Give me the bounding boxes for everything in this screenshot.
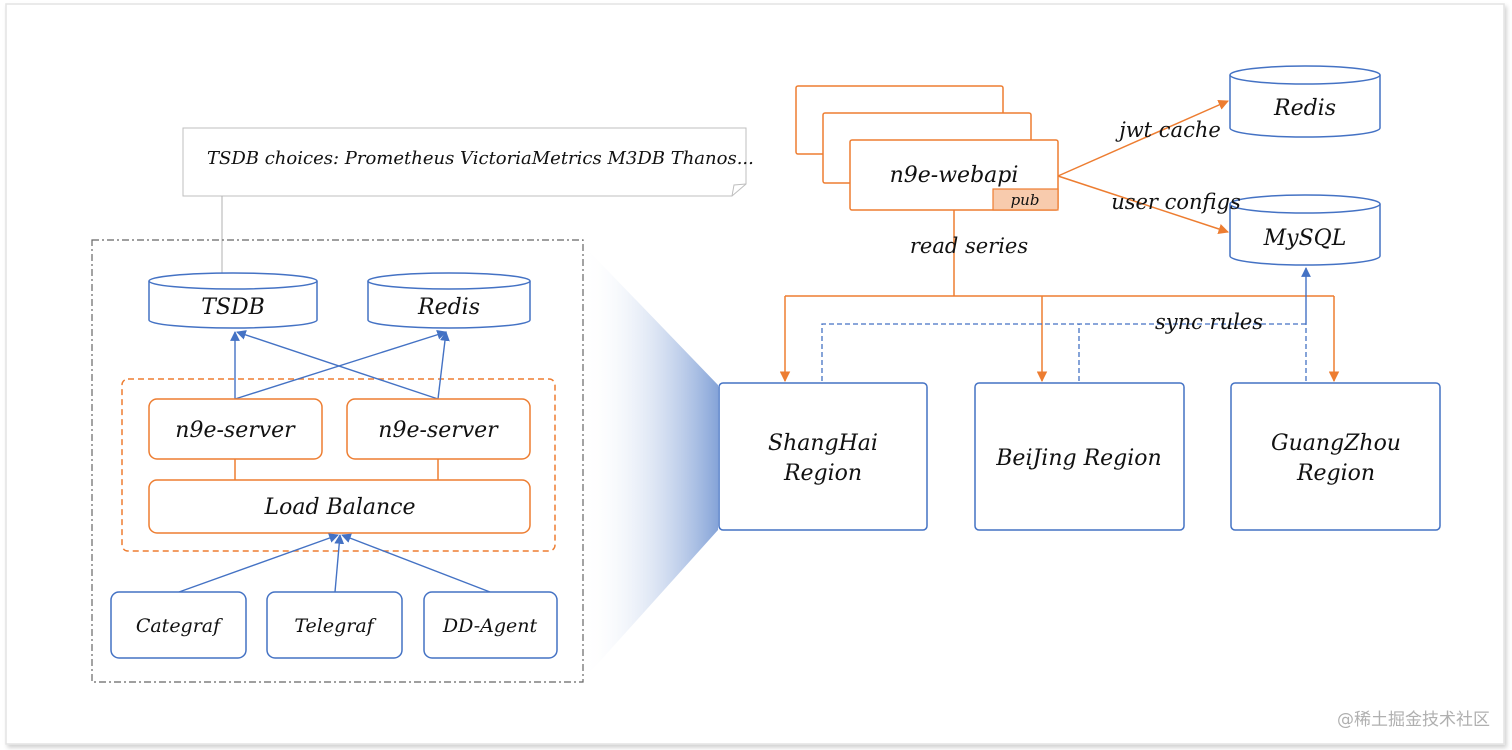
region-guangzhou-line1: GuangZhou <box>1271 431 1401 456</box>
load-balance-box: Load Balance <box>148 479 531 534</box>
cluster-frame <box>91 239 584 683</box>
server-storage-arrows <box>230 329 450 400</box>
pub-tag <box>992 188 1059 211</box>
agent-telegraf: Telegraf <box>266 591 403 659</box>
agent-dd-agent: DD-Agent <box>423 591 558 659</box>
arrow-categraf-lb <box>178 533 339 593</box>
region-beijing: BeiJing Region <box>974 382 1185 531</box>
read-series-lines <box>779 210 1340 383</box>
server-group-frame <box>121 378 556 552</box>
pub-tag-label: pub <box>1011 191 1040 209</box>
region-shanghai-line2: Region <box>783 461 862 486</box>
server-1-label: n9e-server <box>175 418 296 443</box>
webapi-box: n9e-webapi pub <box>849 139 1059 211</box>
n9e-server-1: n9e-server <box>148 398 323 460</box>
agent-telegraf-label: Telegraf <box>294 615 376 637</box>
agent-categraf-label: Categraf <box>136 615 223 637</box>
tsdb-label: TSDB <box>201 295 265 320</box>
watermark: @稀土掘金技术社区 <box>1337 710 1490 730</box>
agent-arrows <box>178 533 491 593</box>
region-guangzhou: GuangZhou Region <box>1230 382 1441 531</box>
agent-ddagent-label: DD-Agent <box>442 615 538 637</box>
mysql-cylinder: MySQL <box>1229 194 1381 266</box>
redis-cylinder-left: Redis <box>367 272 531 329</box>
region-shanghai-line1: ShangHai <box>768 431 878 456</box>
n9e-server-2: n9e-server <box>346 398 531 460</box>
arrow-server2-redis <box>437 331 450 400</box>
arrow-telegraf-lb <box>334 534 345 593</box>
region-beijing-line1: BeiJing Region <box>995 446 1161 471</box>
arrow-server1-redis <box>234 329 447 400</box>
region-guangzhou-line2: Region <box>1296 461 1375 486</box>
zoom-funnel <box>583 245 718 680</box>
arrow-ddagent-lb <box>341 533 491 593</box>
sync-rules-label: sync rules <box>1155 310 1263 334</box>
tsdb-choices-note: TSDB choices: Prometheus VictoriaMetrics… <box>182 127 754 197</box>
redis-cylinder-right: Redis <box>1229 65 1381 138</box>
arrow-server2-tsdb <box>236 330 439 400</box>
sync-rules-lines <box>821 323 1307 381</box>
mysql-label: MySQL <box>1263 226 1347 251</box>
arrow-webapi-mysql <box>1057 175 1229 235</box>
redis-left-label: Redis <box>417 295 480 320</box>
region-shanghai: ShangHai Region <box>718 382 928 531</box>
server-2-label: n9e-server <box>378 418 499 443</box>
load-balance-label: Load Balance <box>264 495 416 520</box>
user-configs-label: user configs <box>1111 190 1241 214</box>
webapi-label: n9e-webapi <box>890 163 1019 188</box>
redis-right-label: Redis <box>1273 96 1336 121</box>
agent-categraf: Categraf <box>110 591 247 659</box>
tsdb-cylinder: TSDB <box>148 272 318 329</box>
jwt-cache-label: jwt cache <box>1115 118 1221 142</box>
read-series-label: read series <box>910 234 1028 258</box>
tsdb-choices-text: TSDB choices: Prometheus VictoriaMetrics… <box>207 148 754 169</box>
arrow-webapi-redis <box>1057 100 1229 177</box>
